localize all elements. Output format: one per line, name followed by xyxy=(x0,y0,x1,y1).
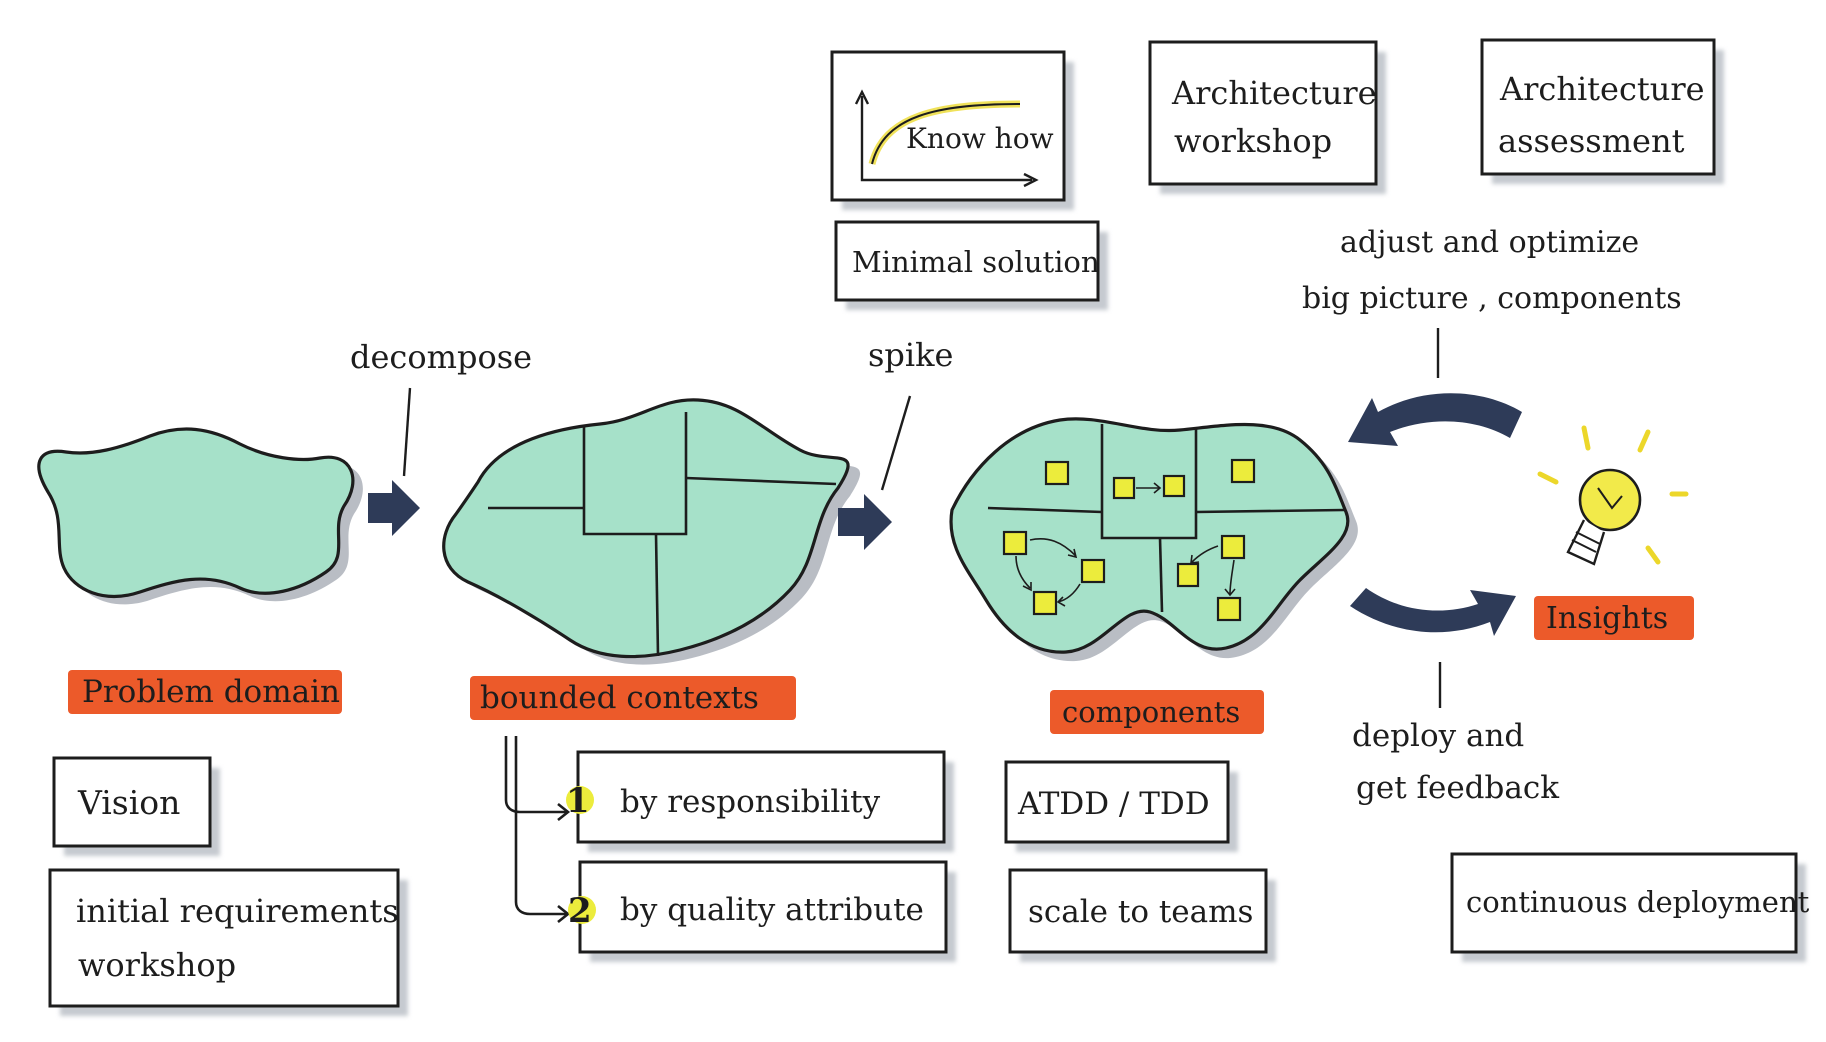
scale-to-teams-box: scale to teams xyxy=(1008,868,1276,962)
decompose-label: decompose xyxy=(350,338,532,376)
number-one: 1 xyxy=(566,781,590,821)
problem-domain-shape xyxy=(37,427,363,605)
adjust-label-line2: big picture , components xyxy=(1302,281,1682,316)
knowhow-box: Know how xyxy=(830,50,1074,210)
initial-requirements-box: initial requirements workshop xyxy=(48,868,408,1016)
by-quality-attribute-box: 2 by quality attribute xyxy=(568,860,956,962)
lightbulb-icon xyxy=(1537,425,1689,566)
adjust-label-line1: adjust and optimize xyxy=(1340,225,1639,260)
architecture-workshop-line1: Architecture xyxy=(1171,74,1377,112)
knowhow-text: Know how xyxy=(906,122,1054,155)
initial-requirements-line1: initial requirements xyxy=(76,892,399,930)
scale-to-teams-text: scale to teams xyxy=(1028,894,1253,930)
curved-arrow-icon xyxy=(1348,393,1522,446)
spike-label: spike xyxy=(868,336,953,374)
atdd-tdd-text: ATDD / TDD xyxy=(1017,786,1210,822)
by-responsibility-box: 1 by responsibility xyxy=(566,750,954,852)
stage-label-text: Insights xyxy=(1546,601,1668,636)
continuous-deployment-box: continuous deployment xyxy=(1450,852,1810,962)
vision-text: Vision xyxy=(77,783,180,822)
stage-label-insights: Insights xyxy=(1534,596,1694,640)
atdd-tdd-box: ATDD / TDD xyxy=(1004,760,1238,852)
stage-label-bounded-contexts: bounded contexts xyxy=(470,676,796,720)
by-quality-attribute-text: by quality attribute xyxy=(620,892,924,928)
architecture-workshop-line2: workshop xyxy=(1174,122,1332,160)
bounded-contexts-split-connector xyxy=(504,736,571,924)
stage-label-text: components xyxy=(1062,695,1240,729)
stage-label-text: Problem domain xyxy=(82,674,340,710)
right-arrow-icon xyxy=(368,480,420,536)
bounded-contexts-shape xyxy=(442,398,861,665)
stage-label-text: bounded contexts xyxy=(480,680,759,716)
number-two: 2 xyxy=(568,891,592,931)
components-shape xyxy=(949,417,1358,662)
minimal-solution-box: Minimal solution xyxy=(834,220,1108,310)
deploy-label-line1: deploy and xyxy=(1352,718,1524,754)
decompose-connector xyxy=(402,387,412,477)
component-sticky-notes xyxy=(1002,458,1256,622)
spike-connector xyxy=(880,395,912,491)
right-arrow-icon xyxy=(838,494,892,550)
vision-box: Vision xyxy=(52,756,220,856)
component-dependency-arrows xyxy=(1015,482,1236,607)
architecture-assessment-box: Architecture assessment xyxy=(1480,38,1724,184)
by-responsibility-text: by responsibility xyxy=(620,784,881,820)
learning-curve-icon xyxy=(854,89,1039,188)
curved-arrow-icon xyxy=(1350,588,1516,636)
architecture-workshop-box: Architecture workshop xyxy=(1148,40,1386,194)
architecture-assessment-line1: Architecture xyxy=(1499,70,1705,108)
stage-label-problem-domain: Problem domain xyxy=(68,670,342,714)
minimal-solution-text: Minimal solution xyxy=(852,245,1100,279)
stage-label-components: components xyxy=(1050,690,1264,734)
continuous-deployment-text: continuous deployment xyxy=(1466,885,1810,919)
architecture-assessment-line2: assessment xyxy=(1498,122,1685,160)
initial-requirements-line2: workshop xyxy=(78,946,236,984)
deploy-label-line2: get feedback xyxy=(1356,770,1559,806)
